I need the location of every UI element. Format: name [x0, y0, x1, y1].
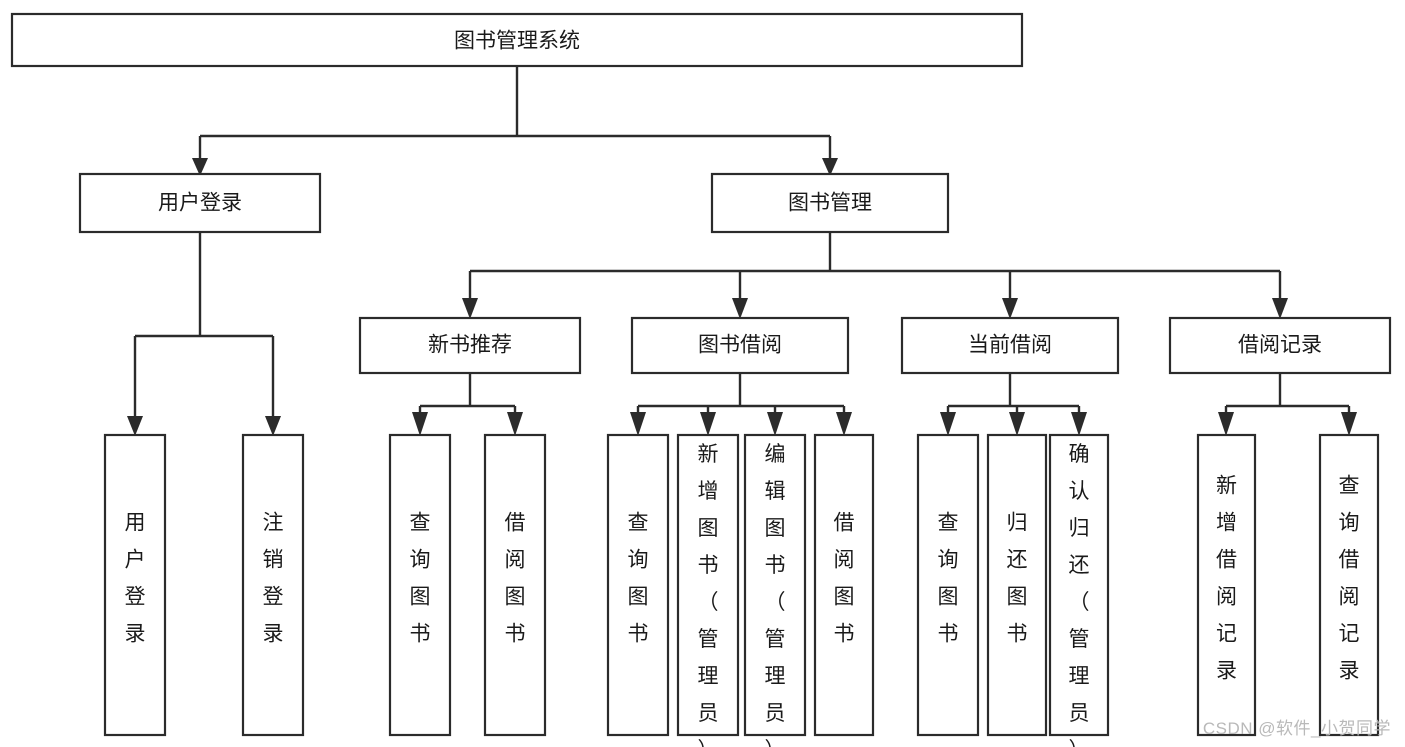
node-book-borrow[interactable]: 图书借阅 [630, 316, 850, 375]
node-leaf-add-record-label: 新增借阅记录 [1216, 475, 1237, 683]
node-leaf-borrow-book-rec-label: 借阅图书 [505, 512, 526, 646]
node-leaf-query-book[interactable]: 查询图书 [606, 433, 670, 737]
leaf-node-layer: 用户登录 注销登录 查询图书 借阅图书 查询图书 新增图书（管理员） 编辑图书（管理员） 借阅… [103, 433, 1380, 747]
node-leaf-query-record-label: 查询借阅记录 [1339, 475, 1360, 683]
node-leaf-query-book-rec-label: 查询图书 [410, 512, 431, 646]
node-leaf-query-book-box[interactable] [606, 433, 670, 737]
node-leaf-add-book-box[interactable] [676, 433, 740, 737]
arrow-head-leaf-query-book-rec [412, 412, 428, 436]
node-leaf-add-book[interactable]: 新增图书（管理员） [676, 433, 740, 747]
arrow-head-leaf-logout [265, 416, 281, 436]
arrow-head-leaf-add-record [1218, 412, 1234, 436]
arrow-head-current-borrow [1002, 298, 1018, 319]
arrow-head-leaf-borrow-book-rec [507, 412, 523, 436]
node-user-login[interactable]: 用户登录 [78, 172, 322, 234]
arrow-head-leaf-user-login [127, 416, 143, 436]
node-leaf-query-book-cur[interactable]: 查询图书 [916, 433, 980, 737]
arrow-head-leaf-borrow-book [836, 412, 852, 436]
node-book-borrow-label: 图书借阅 [698, 334, 782, 357]
node-leaf-borrow-book-rec[interactable]: 借阅图书 [483, 433, 547, 737]
arrow-head-leaf-query-record [1341, 412, 1357, 436]
connector-group-userlogin [127, 232, 281, 436]
node-leaf-logout[interactable]: 注销登录 [241, 433, 305, 737]
node-leaf-edit-book[interactable]: 编辑图书（管理员） [743, 433, 807, 747]
node-leaf-return-book-box[interactable] [986, 433, 1048, 737]
node-user-login-label: 用户登录 [158, 192, 242, 215]
node-leaf-confirm-return-box[interactable] [1048, 433, 1110, 737]
node-leaf-user-login-box[interactable] [103, 433, 167, 737]
node-leaf-borrow-book[interactable]: 借阅图书 [813, 433, 875, 737]
node-leaf-query-record[interactable]: 查询借阅记录 [1318, 433, 1380, 737]
connector-group-newbookrec [412, 373, 523, 436]
node-leaf-logout-box[interactable] [241, 433, 305, 737]
node-new-book-rec-label: 新书推荐 [428, 334, 512, 357]
arrow-head-leaf-query-book-cur [940, 412, 956, 436]
node-leaf-borrow-book-box[interactable] [813, 433, 875, 737]
node-leaf-add-record-box[interactable] [1196, 433, 1257, 737]
node-current-borrow-label: 当前借阅 [968, 334, 1052, 357]
node-leaf-query-book-label: 查询图书 [628, 512, 649, 646]
node-root[interactable]: 图书管理系统 [10, 12, 1024, 68]
node-leaf-borrow-book-rec-box[interactable] [483, 433, 547, 737]
node-leaf-add-book-label: 新增图书（管理员） [698, 443, 719, 747]
node-root-label: 图书管理系统 [454, 30, 580, 53]
node-new-book-rec-box[interactable] [358, 316, 582, 375]
node-leaf-query-record-box[interactable] [1318, 433, 1380, 737]
arrow-head-userlogin [192, 158, 208, 176]
node-root-box[interactable] [10, 12, 1024, 68]
connector-group-bookborrow [630, 373, 852, 436]
arrow-head-leaf-confirm-return [1071, 412, 1087, 436]
node-new-book-rec[interactable]: 新书推荐 [358, 316, 582, 375]
node-user-login-box[interactable] [78, 172, 322, 234]
node-leaf-edit-book-label: 编辑图书（管理员） [765, 443, 786, 747]
node-current-borrow-box[interactable] [900, 316, 1120, 375]
node-borrow-record-box[interactable] [1168, 316, 1392, 375]
node-leaf-return-book-label: 归还图书 [1007, 512, 1028, 646]
node-leaf-confirm-return-label: 确认归还（管理员） [1069, 443, 1090, 747]
connector-group-currentborrow [940, 373, 1087, 436]
node-leaf-borrow-book-label: 借阅图书 [834, 512, 855, 646]
node-borrow-record[interactable]: 借阅记录 [1168, 316, 1392, 375]
node-current-borrow[interactable]: 当前借阅 [900, 316, 1120, 375]
node-book-manage-label: 图书管理 [788, 192, 872, 215]
arrow-head-bookmanage [822, 158, 838, 176]
node-book-borrow-box[interactable] [630, 316, 850, 375]
arrow-head-leaf-add-book [700, 412, 716, 436]
node-book-manage-box[interactable] [710, 172, 950, 234]
connector-group-bookmanage [462, 232, 1288, 319]
node-leaf-user-login[interactable]: 用户登录 [103, 433, 167, 737]
connector-group-root [192, 66, 838, 176]
node-leaf-query-book-cur-label: 查询图书 [938, 512, 959, 646]
arrow-head-borrow-record [1272, 298, 1288, 319]
node-leaf-user-login-label: 用户登录 [125, 512, 146, 646]
node-leaf-logout-label: 注销登录 [263, 512, 284, 646]
arrow-head-new-book-rec [462, 298, 478, 319]
arrow-head-leaf-return-book [1009, 412, 1025, 436]
node-leaf-edit-book-box[interactable] [743, 433, 807, 737]
node-leaf-add-record[interactable]: 新增借阅记录 [1196, 433, 1257, 737]
arrow-head-leaf-query-book [630, 412, 646, 436]
node-leaf-confirm-return[interactable]: 确认归还（管理员） [1048, 433, 1110, 747]
node-borrow-record-label: 借阅记录 [1238, 334, 1322, 357]
node-book-manage[interactable]: 图书管理 [710, 172, 950, 234]
node-leaf-return-book[interactable]: 归还图书 [986, 433, 1048, 737]
node-leaf-query-book-rec[interactable]: 查询图书 [388, 433, 452, 737]
node-leaf-query-book-cur-box[interactable] [916, 433, 980, 737]
connector-group-borrowrecord [1218, 373, 1357, 436]
arrow-head-leaf-edit-book [767, 412, 783, 436]
node-leaf-query-book-rec-box[interactable] [388, 433, 452, 737]
arrow-head-book-borrow [732, 298, 748, 319]
